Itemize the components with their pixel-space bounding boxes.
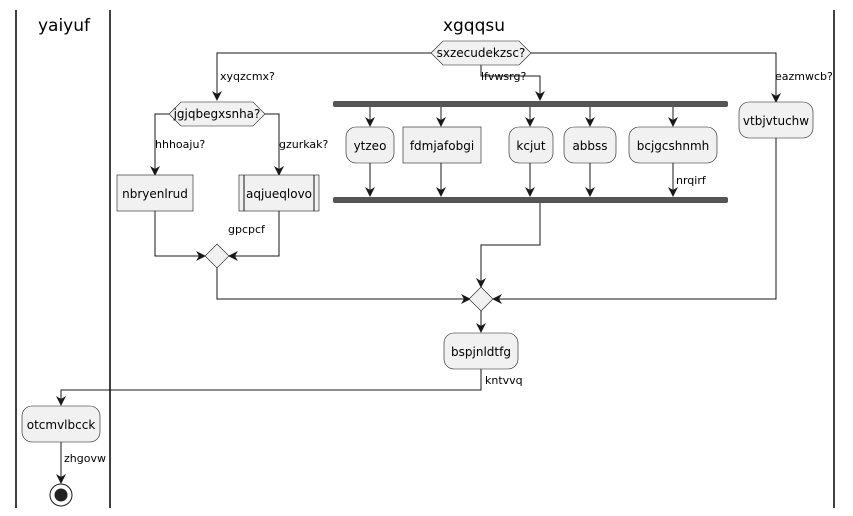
merge-left [204,243,230,269]
lane-title-yaiyuf: yaiyuf [38,16,91,36]
fork-bar [333,101,728,107]
edge-to-nbryenlrud [150,113,169,176]
edge-aqjueqlovo-to-merge [228,211,280,261]
box-fdmjafobgi-label: fdmjafobgi [410,139,474,153]
edge-to-left-decision [212,52,431,101]
edge-label-zhgovw: zhgovw [64,452,106,465]
edge-to-vtbjvtuchw [531,52,781,103]
edge-nbryenlrud-to-merge [154,211,206,261]
activity-bspjnldtfg-label: bspjnldtfg [451,345,511,359]
edge-left-merge-to-main-merge [216,268,471,304]
activity-abbss-label: abbss [572,139,607,153]
activity-vtbjvtuchw-label: vtbjvtuchw [743,114,809,128]
activity-ytzeo-label: ytzeo [354,139,387,153]
end-node [49,483,73,507]
box-nbryenlrud [116,174,194,212]
edge-label-nrqirf: nrqirf [676,174,707,187]
edge-label-gpcpcf: gpcpcf [228,223,266,236]
edge-label-lfvwsrg: lfvwsrg? [481,70,526,83]
activity-kcjut [508,126,554,164]
edge-label-xyqzcmx: xyqzcmx? [220,70,275,83]
activity-bcjgcshnmh-label: bcjgcshnmh [637,139,710,153]
decision-left-label: jgjqbegxsnha? [173,107,261,121]
box-fdmjafobgi [402,126,482,164]
edge-vtbjvtuchw-to-main-merge [492,138,777,304]
edge-label-kntvvq: kntvvq [485,374,523,387]
box-aqjueqlovo [238,174,320,212]
lane-title-xgqqsu: xgqqsu [443,16,505,36]
edge-to-fork [480,65,545,101]
box-nbryenlrud-label: nbryenlrud [122,187,188,201]
decision-main-label: sxzecudekzsc? [437,46,526,60]
edge-to-aqjueqlovo [265,113,284,176]
edge-label-eazmwcb: eazmwcb? [775,70,833,83]
activity-kcjut-label: kcjut [516,139,545,153]
join-bar [333,197,728,203]
edge-label-gzurkak: gzurkak? [279,138,329,151]
activity-otcmvlbcck-label: otcmvlbcck [27,418,96,432]
edge-label-hhhoaju: hhhoaju? [155,138,205,151]
edge-bspjnldtfg-to-otcmvlbcck [56,369,482,406]
merge-main [468,286,494,312]
edge-join-to-main-merge [476,203,541,288]
box-aqjueqlovo-label: aqjueqlovo [246,187,312,201]
